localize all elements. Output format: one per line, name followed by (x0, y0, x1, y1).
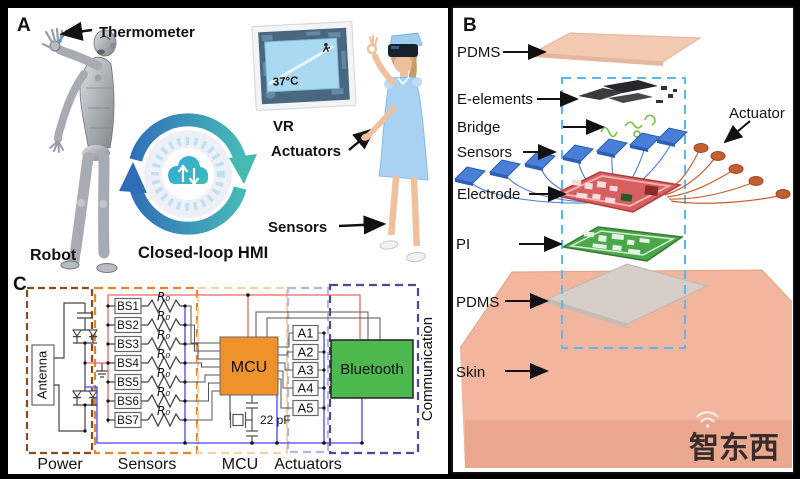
pdms-bottom-sheet (545, 263, 709, 325)
pdms-bottom-sheet-edge (547, 299, 627, 328)
actuator-layer-label: Actuator (729, 105, 785, 122)
a2-label: A2 (298, 345, 314, 360)
layer-arrows (503, 44, 751, 379)
signal-wires (185, 305, 381, 421)
closed-loop-icon (119, 113, 257, 235)
a5-label: A5 (298, 401, 314, 416)
vr-user-illustration (361, 32, 429, 263)
r0-label-3: R₀ (157, 328, 170, 342)
communication-section-box (328, 283, 420, 455)
skier-figure (322, 43, 331, 53)
r0-label-6: R₀ (157, 385, 170, 399)
watermark: 智东西 (689, 411, 779, 465)
power-section-label: Power (37, 456, 83, 473)
sensors-label: Sensors (268, 219, 327, 236)
red-wires (85, 294, 361, 423)
communication-section-label: Communication (419, 317, 436, 421)
bs3-label: BS3 (117, 339, 139, 351)
bs-sensor-rows: BS1 BS2 BS3 BS4 BS5 BS6 BS7 R₀ R₀ R₀ R₀ … (108, 290, 185, 429)
vr-monitor: 37°C (251, 21, 357, 111)
actuator-channel-boxes: A1 A2 A3 A4 A5 (292, 324, 319, 417)
pi-board (560, 226, 685, 262)
assembly-dashed-box (561, 77, 686, 349)
vr-headset (388, 44, 418, 57)
panel-b: B (454, 15, 792, 468)
layer-electrode-label: Electrode (457, 186, 520, 203)
bs4-label: BS4 (117, 358, 139, 370)
actuators-section-label: Actuators (274, 456, 342, 473)
thermometer-label: Thermometer (99, 24, 195, 41)
capacitor-label: 22 pF (260, 413, 291, 427)
bluetooth-label: Bluetooth (340, 361, 403, 378)
bluetooth-block (330, 339, 414, 399)
e-elements-chips (578, 80, 677, 103)
r0-label-5: R₀ (157, 366, 170, 380)
watermark-text: 智东西 (689, 431, 779, 465)
bs5-label: BS5 (117, 377, 139, 389)
pdms-top-sheet (531, 32, 702, 66)
power-circuit (31, 302, 108, 432)
a4-label: A4 (298, 381, 314, 396)
cloud-icon (168, 156, 208, 186)
crystal-circuit (229, 395, 258, 443)
r0-label-7: R₀ (157, 404, 170, 418)
sensors-section-box (93, 286, 199, 455)
mcu-chip (219, 336, 279, 396)
screen-temperature: 37°C (273, 75, 299, 88)
antenna-label: Antenna (34, 350, 49, 399)
bs1-label: BS1 (117, 301, 139, 313)
panel-a: A Thermometer Robot (17, 15, 429, 273)
right-white-panel: B (451, 6, 795, 474)
bridge-wires (600, 114, 656, 138)
mcu-chip-label: MCU (231, 359, 267, 376)
panel-c-label: C (13, 274, 27, 295)
r0-label-1: R₀ (157, 290, 170, 304)
layer-sensors-label: Sensors (457, 144, 512, 161)
bs2-label: BS2 (117, 320, 139, 332)
actuator-pads (693, 143, 791, 199)
panel-b-label: B (463, 15, 477, 36)
panel-c: C Antenna (13, 274, 436, 473)
thermometer-arrow (59, 21, 93, 41)
sensors-arrow (338, 215, 387, 235)
wifi-icon (696, 411, 719, 428)
actuators-label: Actuators (271, 143, 341, 160)
layer-pi-label: PI (456, 236, 470, 253)
bs6-label: BS6 (117, 396, 139, 408)
power-section-box (25, 286, 94, 455)
junction-dots (83, 293, 364, 445)
robot-illustration (41, 27, 118, 273)
panel-a-label: A (17, 15, 31, 36)
robot-label: Robot (30, 247, 77, 264)
bs7-label: BS7 (117, 415, 139, 427)
layer-skin-label: Skin (456, 364, 485, 381)
closed-loop-label: Closed-loop HMI (138, 244, 268, 262)
left-white-panel: A Thermometer Robot (8, 8, 448, 474)
layer-bridge-label: Bridge (457, 119, 500, 136)
sensors-section-label: Sensors (118, 456, 177, 473)
layer-pdms-top-label: PDMS (457, 44, 500, 61)
r0-label-2: R₀ (157, 309, 170, 323)
layer-e-elements-label: E-elements (457, 91, 533, 108)
a3-label: A3 (298, 363, 314, 378)
mcu-section-label: MCU (222, 456, 258, 473)
r0-label-4: R₀ (157, 347, 170, 361)
a1-label: A1 (298, 326, 314, 341)
layer-pdms-bottom-label: PDMS (456, 294, 499, 311)
vr-label: VR (273, 118, 294, 135)
electrode-board (550, 171, 683, 213)
